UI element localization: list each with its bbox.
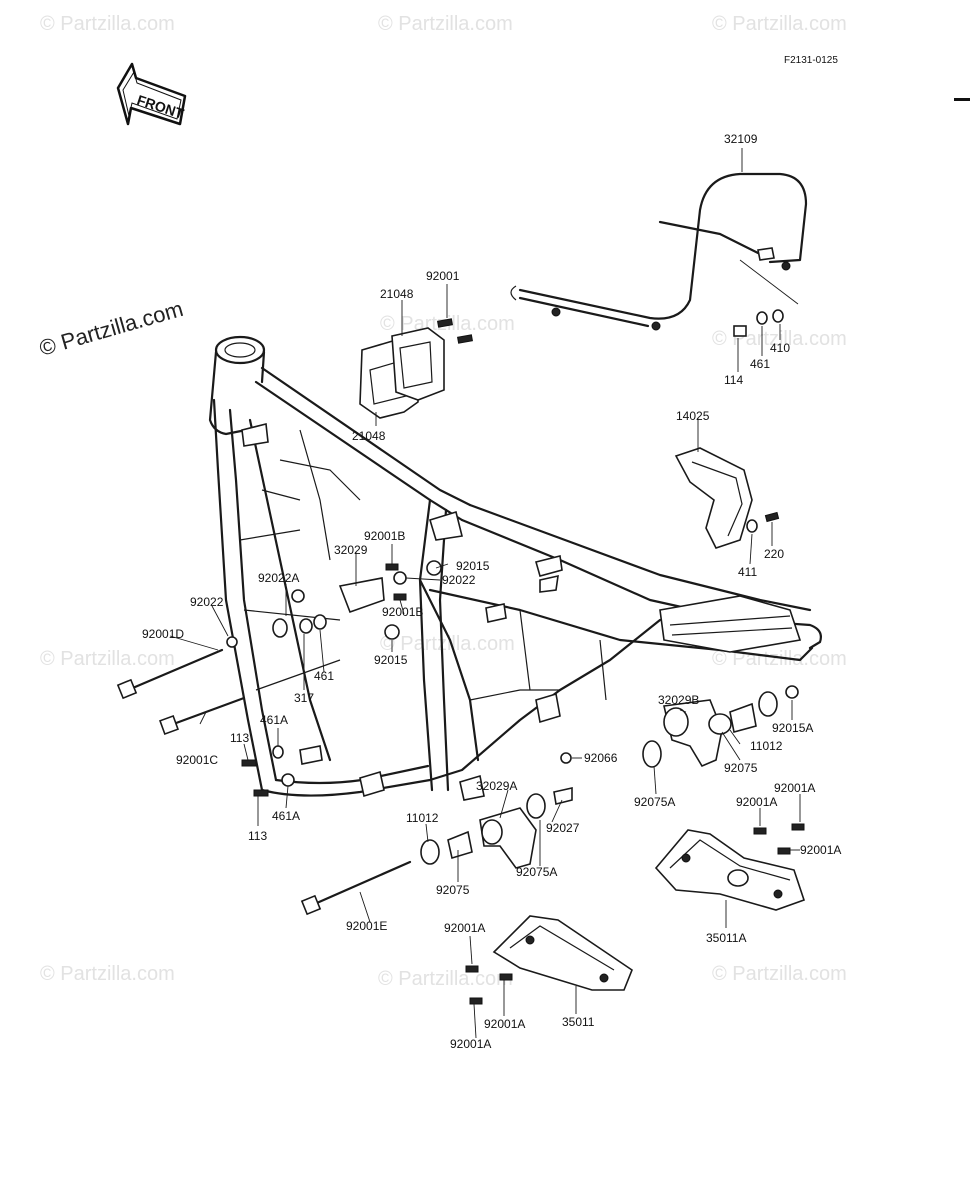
watermark-1: © Partzilla.com [40,13,175,35]
label-317: 317 [294,691,314,705]
diagram-code: F2131-0125 [784,55,838,66]
front-arrow: FRONT [116,62,186,126]
watermark-6: © Partzilla.com [40,648,175,670]
label-92022-left: 92022 [190,595,224,609]
main-frame [208,335,822,801]
label-92001a-1: 92001A [736,795,777,809]
label-92022-right: 92022 [442,573,476,587]
label-410: 410 [770,341,790,355]
label-92001a-4: 92001A [444,921,485,935]
label-92001a-5: 92001A [484,1017,525,1031]
label-92001: 92001 [426,269,460,283]
bracket-32029a [420,787,573,869]
label-35011: 35011 [562,1015,595,1029]
label-92001c: 92001C [176,753,218,767]
label-32029b: 32029B [658,693,699,707]
label-92075a-right: 92075A [634,795,675,809]
label-11012-left: 11012 [406,811,439,825]
label-92001a-6: 92001A [450,1037,491,1051]
label-21048-top: 21048 [380,287,414,301]
label-21048-bottom: 21048 [352,429,386,443]
label-32109: 32109 [724,132,758,146]
label-92015-top: 92015 [456,559,490,573]
label-114: 114 [724,373,743,387]
bracket-35011a [654,829,806,911]
part-labels: 32109 92001 21048 21048 410 461 114 1402… [142,132,841,1051]
label-92001b-bottom: 92001B [382,605,423,619]
label-14025: 14025 [676,409,710,423]
label-92022a: 92022A [258,571,299,585]
label-92001b-top: 92001B [364,529,405,543]
label-220: 220 [764,547,784,561]
label-92075a-left: 92075A [516,865,557,879]
label-92015-bottom: 92015 [374,653,408,667]
label-32029a: 32029A [476,779,517,793]
watermark-10: © Partzilla.com [378,968,513,990]
label-32029: 32029 [334,543,368,557]
label-92001a-2: 92001A [774,781,815,795]
label-92066: 92066 [584,751,618,765]
label-92015a: 92015A [772,721,813,735]
label-461-top: 461 [750,357,770,371]
watermark-2: © Partzilla.com [378,13,513,35]
edge-mark [954,98,970,101]
leader-lines [169,148,801,1039]
label-92075-right: 92075 [724,761,758,775]
label-92001d: 92001D [142,627,184,641]
grab-rail-32109 [510,172,808,331]
label-11012-right: 11012 [750,739,783,753]
watermark-main: © Partzilla.com [36,296,185,361]
label-92001e: 92001E [346,919,387,933]
label-461a-top: 461A [260,713,288,727]
plates-21048 [359,327,445,419]
label-35011a: 35011A [706,931,746,945]
label-92075-left: 92075 [436,883,470,897]
watermark-11: © Partzilla.com [712,963,847,985]
label-461-mid: 461 [314,669,334,683]
label-113-top: 113 [230,731,249,745]
label-113-bottom: 113 [248,829,267,843]
label-461a-bottom: 461A [272,809,300,823]
chain-cover-14025 [674,447,753,549]
watermark-3: © Partzilla.com [712,13,847,35]
watermark-7: © Partzilla.com [380,633,515,655]
watermark-9: © Partzilla.com [40,963,175,985]
label-92001a-3: 92001A [800,843,841,857]
bracket-35011 [492,915,633,991]
bracket-32029b [642,691,778,768]
hardware [226,309,805,1005]
label-92027: 92027 [546,821,580,835]
long-bolts [116,648,412,916]
label-411: 411 [738,565,757,579]
